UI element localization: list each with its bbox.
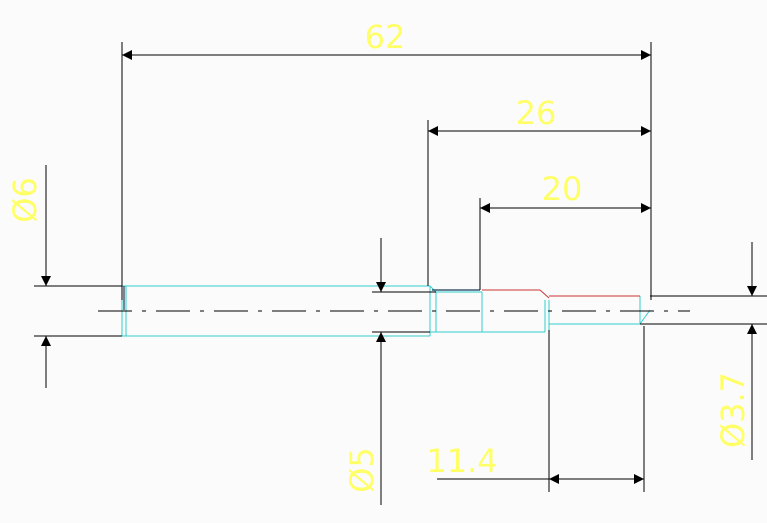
- neck-top-accent: [539, 289, 550, 299]
- accent-edges: [482, 289, 640, 299]
- tip-chamfer-bottom: [639, 309, 651, 325]
- dim-text-d3-7: Ø3.7: [714, 372, 752, 448]
- dim-text-d5: Ø5: [343, 447, 381, 493]
- dim-text-11-4: 11.4: [426, 442, 497, 480]
- step-chamfer: [429, 285, 437, 293]
- dim-text-d6: Ø6: [6, 177, 44, 223]
- dim-text-62: 62: [365, 18, 406, 56]
- extension-lines: [34, 42, 767, 492]
- dark-edges: [123, 286, 480, 310]
- dim-text-26: 26: [516, 94, 557, 132]
- dimension-lines: [41, 50, 757, 505]
- dim-text-20: 20: [542, 170, 583, 208]
